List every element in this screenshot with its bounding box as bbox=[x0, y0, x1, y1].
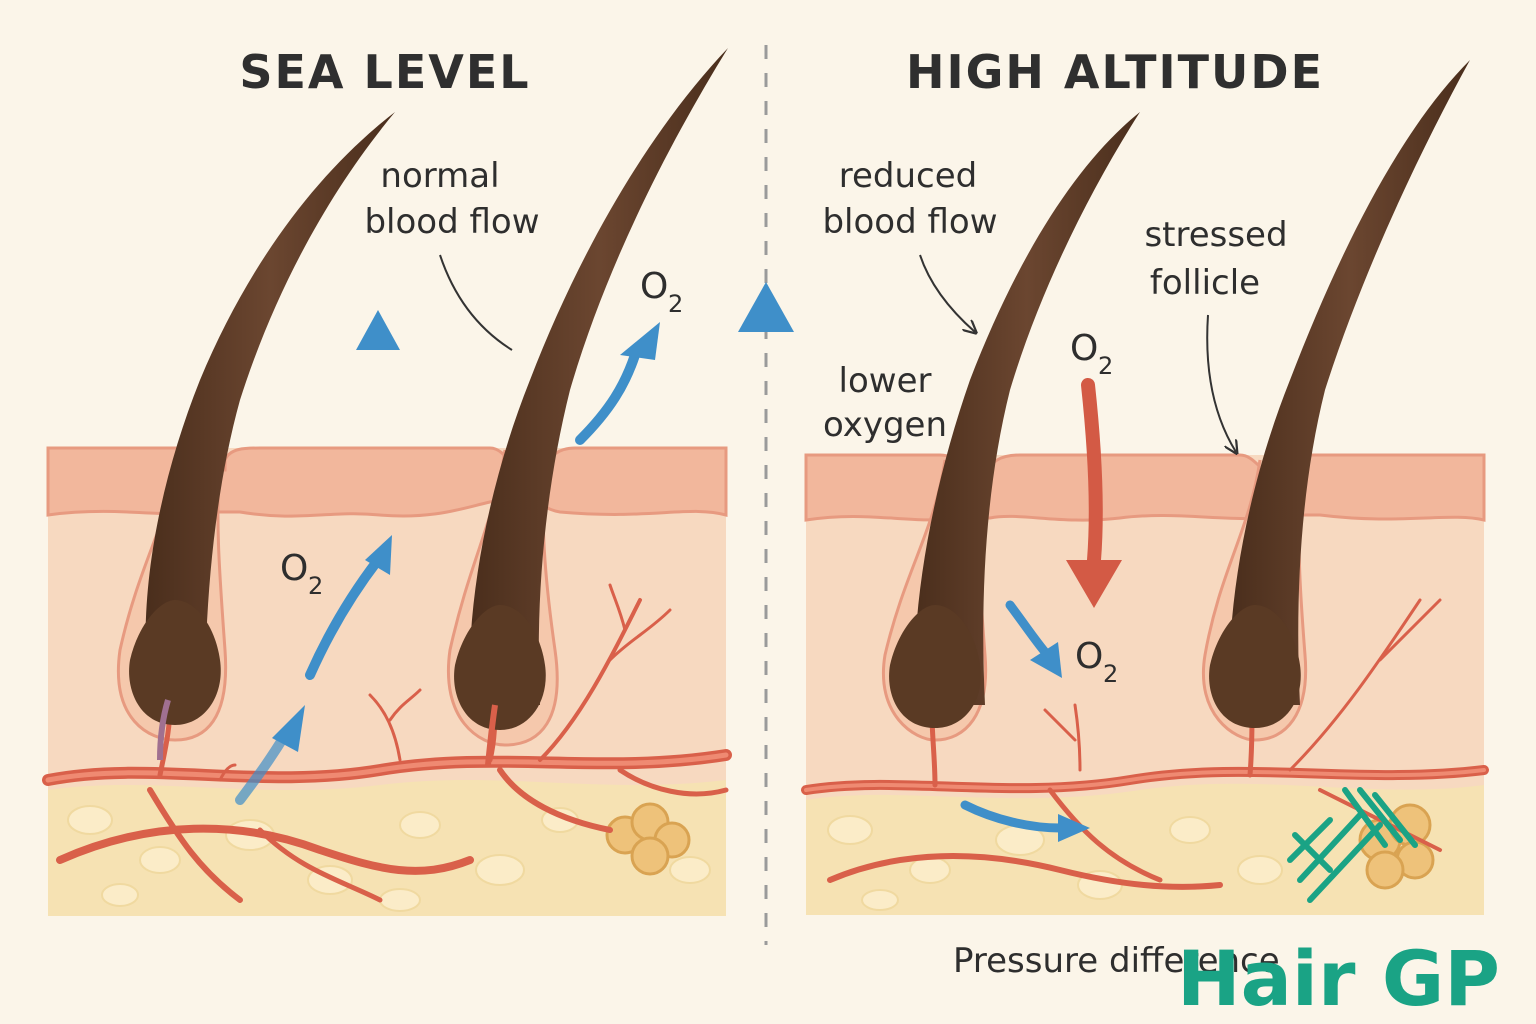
o2-subscript: 2 bbox=[668, 290, 683, 318]
o2-label-4: O 2 bbox=[1075, 636, 1118, 688]
o2-subscript: 2 bbox=[1098, 352, 1113, 380]
oxygen-arrow-right-2 bbox=[960, 800, 1065, 833]
reduced-oxygen-arrow bbox=[1081, 378, 1103, 567]
blood-vessels-sea-level bbox=[42, 583, 732, 903]
reduced-oxygen-arrow-head bbox=[1066, 560, 1122, 608]
high-altitude-panel bbox=[801, 60, 1489, 915]
sea-level-title: SEA LEVEL bbox=[239, 45, 530, 99]
reduced-blood-flow-label-line2: blood flow bbox=[822, 202, 997, 242]
hair-bulb-4 bbox=[1209, 605, 1301, 728]
oxygen-arrow-2-head bbox=[365, 535, 392, 575]
o2-symbol: O bbox=[1070, 328, 1098, 369]
lower-oxygen-label-line1: lower bbox=[839, 361, 932, 401]
o2-symbol: O bbox=[640, 266, 668, 307]
oxygen-arrow-4-head bbox=[620, 322, 660, 360]
o2-subscript: 2 bbox=[308, 572, 323, 600]
hair-shaft-3 bbox=[914, 112, 1140, 705]
stressed-follicle-label-line1: stressed bbox=[1144, 215, 1287, 255]
epidermis-layer-right bbox=[804, 453, 1486, 522]
hair-bulb-2 bbox=[454, 605, 546, 730]
papilla-1 bbox=[157, 699, 171, 761]
fat-lobule bbox=[605, 802, 691, 876]
oxygen-arrow-2 bbox=[305, 555, 383, 680]
o2-label-3: O 2 bbox=[1070, 328, 1113, 380]
oxygen-up-arrow-1-head bbox=[356, 310, 400, 350]
oxygen-arrow-right-1 bbox=[1005, 600, 1050, 657]
oxygen-arrow-3-head bbox=[272, 705, 305, 752]
hair-shaft-4 bbox=[1229, 60, 1470, 705]
oxygen-arrow-right-2-head bbox=[1058, 814, 1090, 842]
papilla-2 bbox=[485, 704, 498, 766]
center-up-arrow-head bbox=[738, 282, 794, 332]
o2-symbol: O bbox=[280, 548, 308, 589]
normal-blood-flow-label-line1: normal bbox=[380, 156, 499, 196]
brand-stripes bbox=[1287, 787, 1418, 903]
o2-symbol: O bbox=[1075, 636, 1103, 677]
hair-gp-logo: Hair GP bbox=[1177, 934, 1500, 1023]
oxygen-arrow-right-1-head bbox=[1030, 642, 1062, 678]
epidermis-layer bbox=[46, 446, 728, 518]
fat-lobule-right bbox=[1358, 803, 1435, 890]
fat-layer-right bbox=[806, 783, 1484, 915]
normal-blood-flow-label-line2: blood flow bbox=[364, 202, 539, 242]
sea-level-panel bbox=[42, 48, 732, 916]
blood-vessels-high-altitude bbox=[801, 598, 1489, 890]
high-altitude-title: HIGH ALTITUDE bbox=[906, 45, 1324, 99]
stressed-follicle-label-line2: follicle bbox=[1150, 263, 1260, 303]
lower-oxygen-label-line2: oxygen bbox=[823, 405, 947, 445]
reduced-blood-flow-label-line1: reduced bbox=[839, 156, 977, 196]
hair-bulb-1 bbox=[129, 600, 221, 725]
stressed-follicle-pointer bbox=[1206, 314, 1236, 452]
hair-shaft-2 bbox=[469, 48, 728, 705]
hair-shaft-1 bbox=[145, 112, 395, 700]
o2-label-2: O 2 bbox=[280, 548, 323, 600]
oxygen-arrow-4 bbox=[575, 350, 640, 445]
o2-label-1: O 2 bbox=[640, 266, 683, 318]
o2-subscript: 2 bbox=[1103, 660, 1118, 688]
normal-flow-pointer bbox=[439, 254, 513, 351]
pressure-difference-label: Pressure difference bbox=[953, 941, 1280, 981]
reduced-flow-pointer bbox=[919, 254, 975, 332]
hair-bulb-3 bbox=[889, 605, 981, 728]
